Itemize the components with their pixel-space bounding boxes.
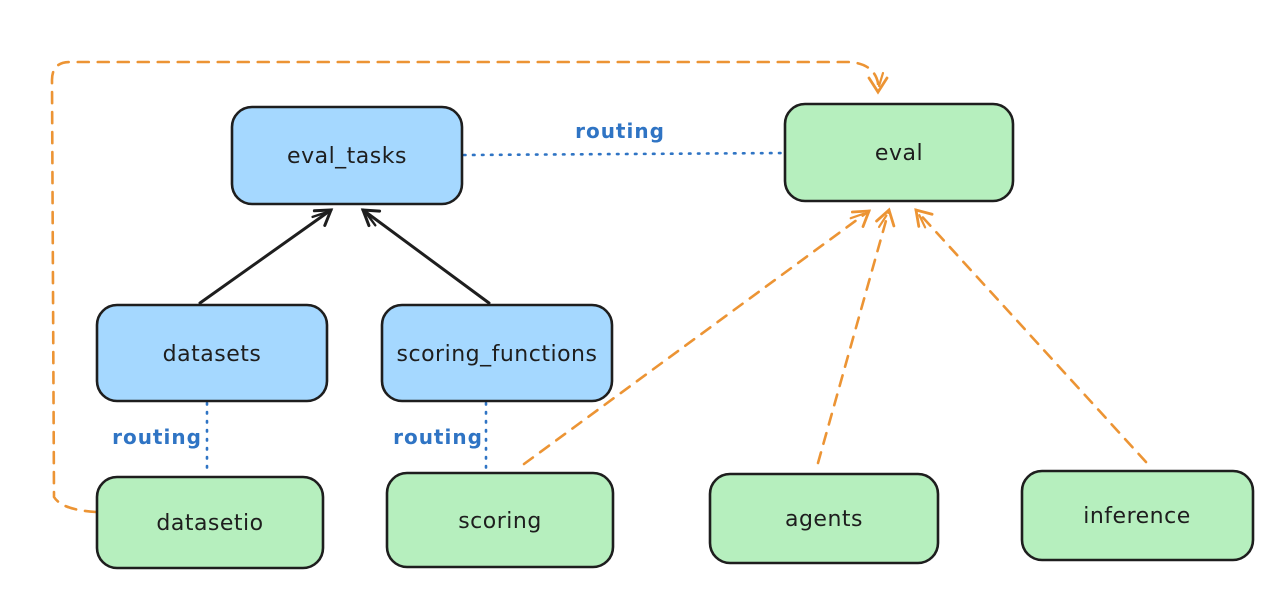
node-eval: eval [783, 102, 1015, 203]
node-scoring: scoring [385, 471, 615, 569]
node-eval-tasks-box [230, 105, 464, 206]
node-inference-box [1020, 469, 1255, 562]
routing-label-scoring-functions-scoring: routing [393, 425, 483, 449]
edge-labels: routing routing routing [112, 119, 665, 449]
routing-label-datasets-datasetio: routing [112, 425, 202, 449]
node-eval-tasks-label: eval_tasks [287, 144, 407, 169]
node-datasets-label: datasets [163, 342, 262, 367]
node-scoring-functions-box [380, 303, 614, 403]
edge-datasets-to-eval-tasks [198, 208, 334, 305]
node-datasets-box [95, 303, 329, 403]
node-agents-label: agents [785, 507, 863, 532]
edge-agents-to-eval [816, 207, 896, 465]
edge-inference-to-eval [914, 208, 1148, 464]
node-datasetio: datasetio [95, 475, 325, 570]
node-datasetio-label: datasetio [156, 511, 263, 536]
node-eval-tasks: eval_tasks [230, 105, 464, 206]
edge-datasetio-to-eval [50, 60, 889, 514]
node-agents: agents [708, 472, 940, 565]
node-eval-label: eval [875, 141, 923, 166]
node-scoring-box [385, 471, 615, 569]
node-eval-box [783, 102, 1015, 203]
edge-scoring-functions-to-eval-tasks [360, 208, 491, 305]
routing-label-eval-tasks-eval: routing [575, 119, 665, 143]
edge-scoring-to-eval [522, 209, 872, 466]
node-inference: inference [1020, 469, 1255, 562]
node-scoring-functions-label: scoring_functions [397, 342, 598, 367]
node-agents-box [708, 472, 940, 565]
node-datasets: datasets [95, 303, 329, 403]
edge-layer [50, 60, 1148, 514]
edge-eval-tasks-to-eval-routing [462, 151, 788, 157]
node-datasetio-box [95, 475, 325, 570]
node-scoring-functions: scoring_functions [380, 303, 614, 403]
node-scoring-label: scoring [458, 509, 542, 534]
node-inference-label: inference [1083, 504, 1191, 529]
